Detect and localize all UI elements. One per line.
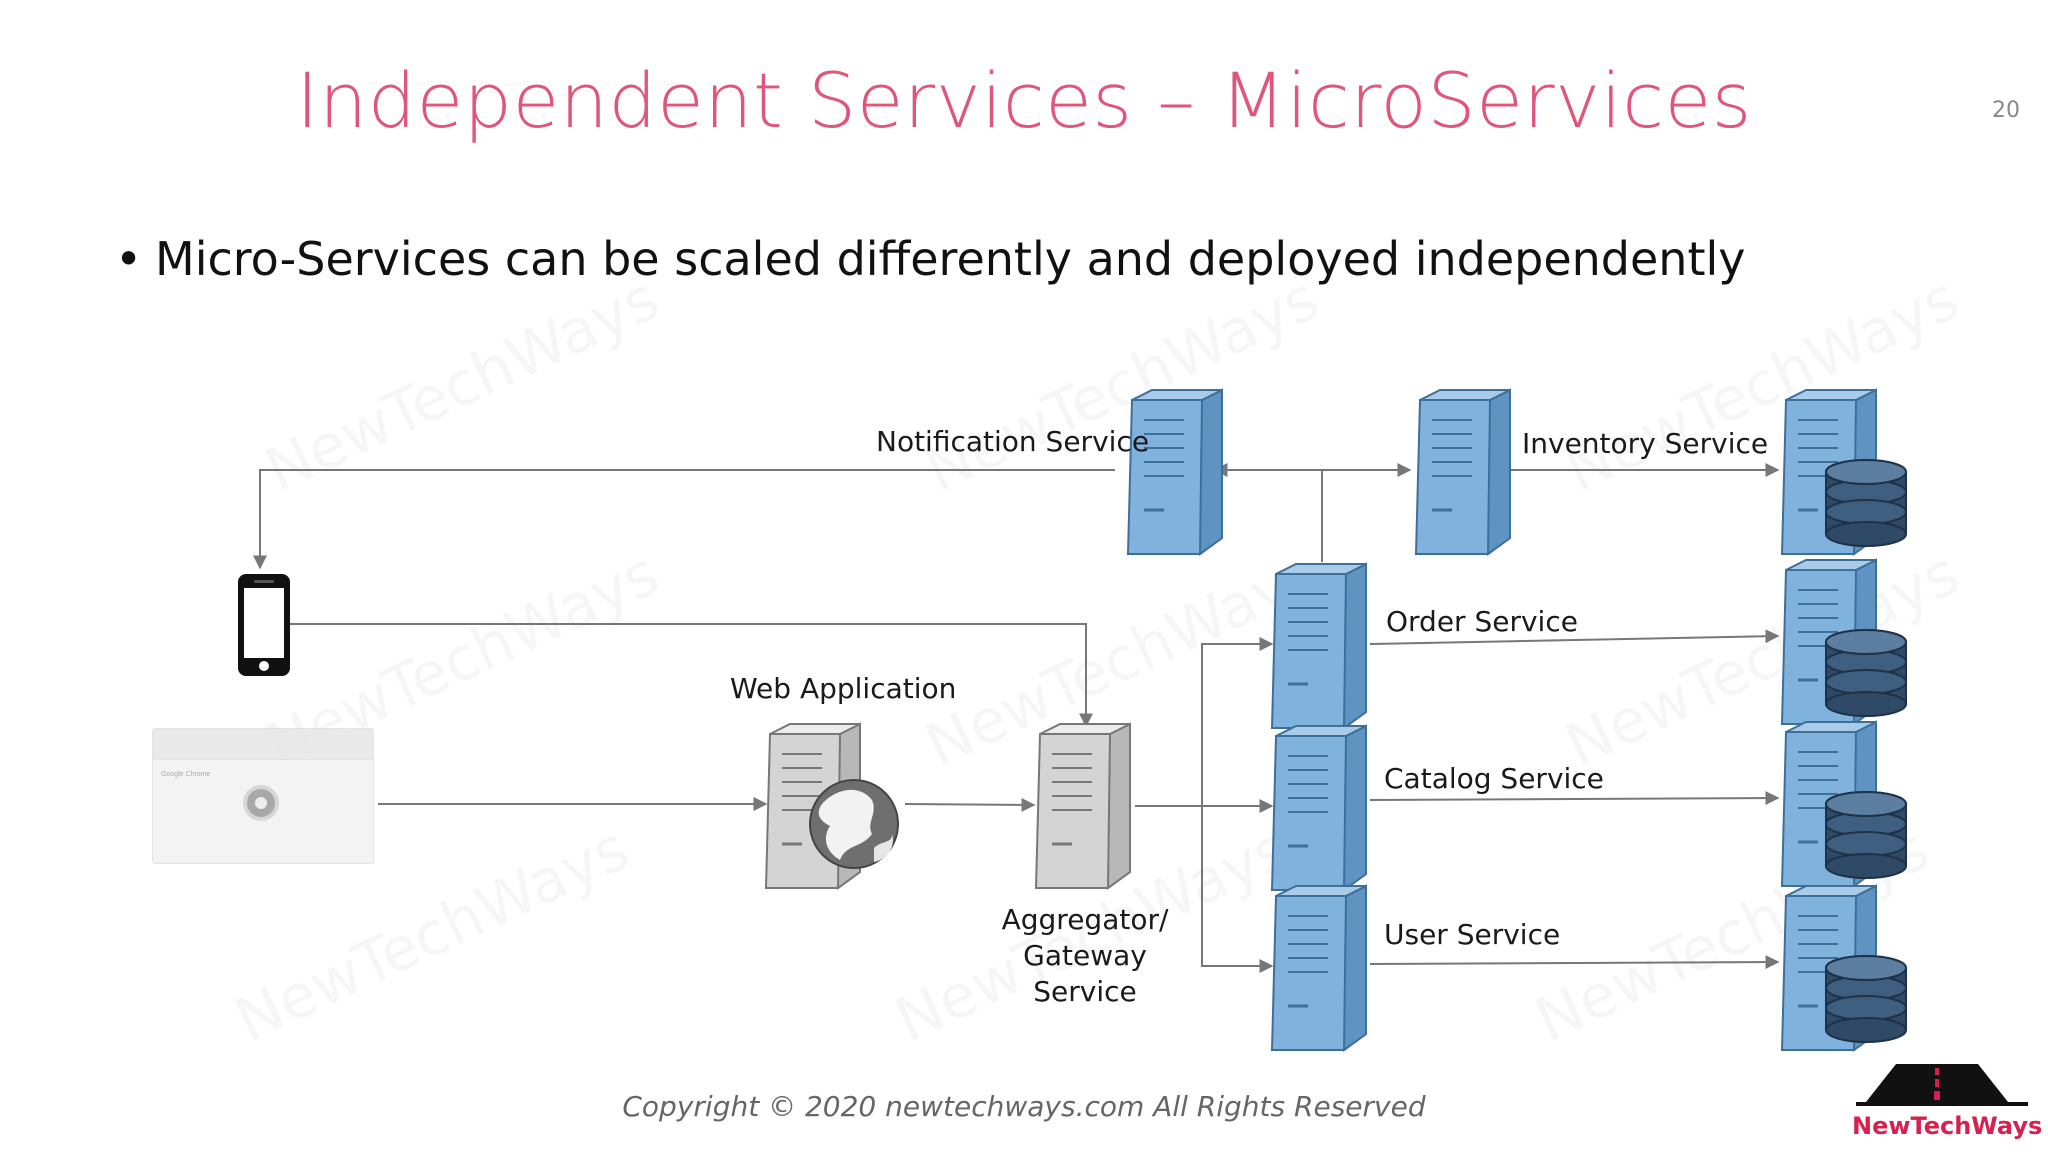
browser-toolbar xyxy=(153,729,373,760)
bullet-text: Micro-Services can be scaled differently… xyxy=(155,232,1746,286)
bullet-point: • Micro-Services can be scaled different… xyxy=(115,232,1746,286)
inventory-service-label: Inventory Service xyxy=(1522,427,1769,460)
order-service-label: Order Service xyxy=(1386,605,1578,638)
web-application-label: Web Application xyxy=(730,672,957,705)
catalog-service-label: Catalog Service xyxy=(1384,762,1604,795)
blue-server-icon xyxy=(1270,724,1368,892)
gray-server-icon xyxy=(1034,722,1132,890)
newtechways-logo: NewTechWays xyxy=(1852,1058,2043,1142)
blue-server-icon xyxy=(1126,388,1224,556)
server-database-icon xyxy=(1780,388,1907,556)
gateway-service-label: Aggregator/ Gateway Service xyxy=(1001,903,1169,1008)
bullet-dot-icon: • xyxy=(115,232,143,286)
blue-server-icon xyxy=(1270,884,1368,1052)
server-database-icon xyxy=(1780,720,1907,888)
web-server-globe-icon xyxy=(764,722,899,890)
slide-title: Independent Services – MicroServices xyxy=(296,56,1752,145)
page-number: 20 xyxy=(1992,98,2020,123)
copyright-text: Copyright © 2020 newtechways.com All Rig… xyxy=(622,1090,1426,1123)
browser-caption: Google Chrome xyxy=(161,771,211,778)
notification-service-label: Notification Service xyxy=(876,425,1150,458)
server-database-icon xyxy=(1780,558,1907,726)
blue-server-icon xyxy=(1414,388,1512,556)
browser-window-icon: Google Chrome xyxy=(152,728,374,864)
road-logo-icon xyxy=(1856,1064,2028,1106)
smartphone-icon xyxy=(238,574,290,676)
chrome-logo-icon xyxy=(243,785,279,821)
blue-server-icon xyxy=(1270,562,1368,730)
server-database-icon xyxy=(1780,884,1907,1052)
user-service-label: User Service xyxy=(1384,918,1561,951)
logo-text: NewTechWays xyxy=(1852,1112,2043,1140)
